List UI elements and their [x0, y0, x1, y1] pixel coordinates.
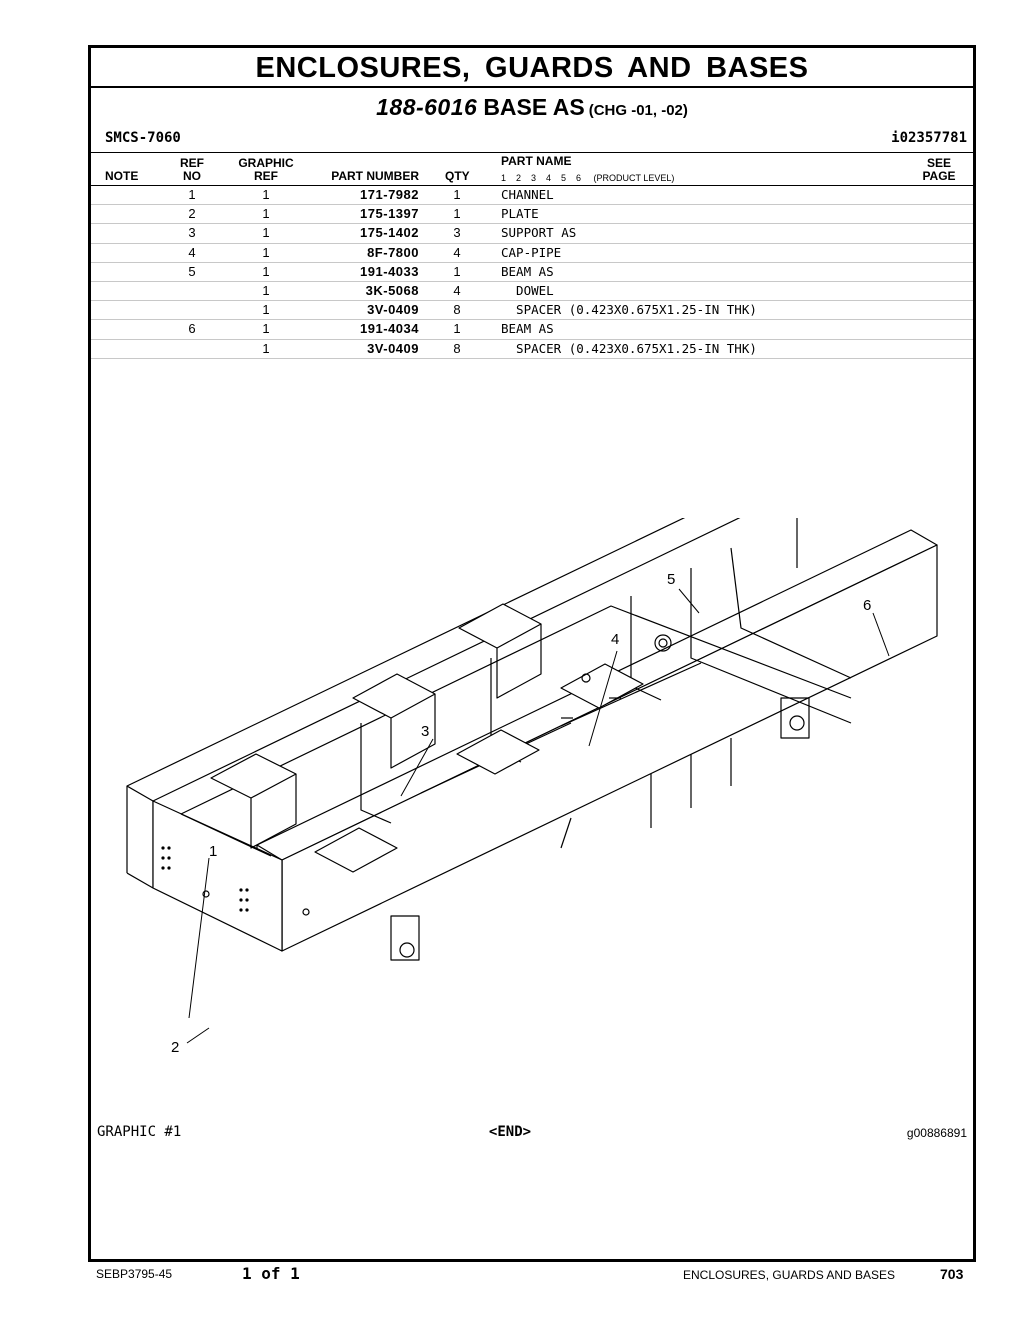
part-name: DOWEL: [501, 282, 554, 298]
callout-6: 6: [863, 597, 871, 614]
col-see-bottom: PAGE: [922, 169, 956, 183]
ref-no: 5: [188, 263, 196, 279]
part-name: SUPPORT AS: [501, 225, 577, 241]
graphic-ref: 1: [262, 244, 270, 260]
assembly-change: (CHG -01, -02): [588, 102, 688, 119]
table-row: 3 1 175-1402 3 SUPPORT AS: [91, 224, 973, 244]
graphic-ref: 1: [262, 206, 270, 222]
quantity: 1: [453, 263, 461, 279]
quantity: 4: [453, 244, 461, 260]
part-name: SPACER (0.423X0.675X1.25-IN THK): [501, 302, 757, 318]
part-number[interactable]: 3K-5068: [365, 282, 419, 298]
ref-no: 6: [188, 321, 196, 337]
graphic-ref: 1: [262, 340, 270, 356]
graphic-ref: 1: [262, 321, 270, 337]
col-qty: QTY: [445, 169, 470, 183]
col-part-number: PART NUMBER: [331, 169, 419, 183]
col-graphic-bottom: REF: [254, 169, 278, 183]
col-graphic-top: GRAPHIC: [238, 156, 294, 170]
part-number[interactable]: 175-1402: [360, 225, 419, 241]
graphic-ref: 1: [262, 225, 270, 241]
graphic-ref: 1: [262, 263, 270, 279]
frame-linework: [126, 518, 938, 961]
graphic-ref: 1: [262, 282, 270, 298]
graphic-label: GRAPHIC #1: [97, 1124, 182, 1140]
assembly-name: BASE AS: [483, 94, 585, 120]
ref-no: 2: [188, 206, 196, 222]
quantity: 4: [453, 282, 461, 298]
part-number[interactable]: 8F-7800: [367, 244, 419, 260]
graphic-ref: 1: [262, 302, 270, 318]
callout-4: 4: [611, 631, 619, 648]
part-number[interactable]: 191-4034: [360, 321, 419, 337]
part-name: CHANNEL: [501, 187, 554, 202]
quantity: 1: [453, 187, 461, 202]
footer-section: ENCLOSURES, GUARDS AND BASES: [683, 1268, 896, 1282]
quantity: 1: [453, 206, 461, 222]
quantity: 8: [453, 302, 461, 318]
col-product-levels: 1 2 3 4 5 6 (PRODUCT LEVEL): [501, 173, 675, 183]
info-id: i02357781: [891, 130, 967, 146]
footer-page-number: 703: [940, 1266, 964, 1282]
table-row: 1 3K-5068 4 DOWEL: [91, 282, 973, 302]
part-name: BEAM AS: [501, 263, 554, 279]
section-title: ENCLOSURES, GUARDS AND BASES: [255, 52, 809, 84]
callout-labels: 1 2 3 4 5 6: [171, 571, 871, 1056]
section-title-bar: ENCLOSURES, GUARDS AND BASES: [91, 48, 973, 88]
callout-leaders: [186, 588, 890, 1044]
ref-no: 4: [188, 244, 196, 260]
part-name: PLATE: [501, 206, 539, 222]
graphic-ref: 1: [262, 187, 270, 202]
callout-2: 2: [171, 1039, 179, 1056]
table-row: 1 3V-0409 8 SPACER (0.423X0.675X1.25-IN TH…: [91, 301, 973, 321]
header-divider: [91, 152, 973, 153]
quantity: 3: [453, 225, 461, 241]
part-number[interactable]: 3V-0409: [367, 302, 419, 318]
col-part-name: PART NAME: [501, 154, 572, 168]
footer-doc-number: SEBP3795-45: [96, 1267, 173, 1281]
table-row: 6 1 191-4034 1 BEAM AS: [91, 320, 973, 340]
smcs-code: SMCS-7060: [105, 130, 181, 146]
callout-1: 1: [209, 843, 217, 860]
part-name: BEAM AS: [501, 321, 554, 337]
part-name: SPACER (0.423X0.675X1.25-IN THK): [501, 340, 757, 356]
ref-no: 1: [188, 187, 196, 202]
col-ref-top: REF: [180, 156, 204, 170]
col-see-top: SEE: [926, 156, 951, 170]
part-number[interactable]: 175-1397: [360, 206, 419, 222]
base-assembly-drawing: 1 2 3 4 5 6: [126, 518, 938, 1056]
quantity: 8: [453, 340, 461, 356]
quantity: 1: [453, 321, 461, 337]
callout-5: 5: [667, 571, 675, 588]
part-name: CAP-PIPE: [501, 244, 562, 260]
col-note: NOTE: [105, 169, 139, 183]
column-header-divider: [91, 185, 973, 186]
part-number[interactable]: 171-7982: [360, 187, 419, 202]
table-row: 5 1 191-4033 1 BEAM AS: [91, 263, 973, 282]
table-row: 4 1 8F-7800 4 CAP-PIPE: [91, 244, 973, 263]
end-marker: <END>: [488, 1124, 532, 1140]
graphic-id: g00886891: [906, 1126, 967, 1140]
ref-no: 3: [188, 225, 196, 241]
part-number[interactable]: 191-4033: [360, 263, 419, 279]
col-ref-bottom: NO: [183, 169, 201, 183]
part-number[interactable]: 3V-0409: [367, 340, 419, 356]
footer-page-of: 1 of 1: [242, 1264, 300, 1283]
assembly-part-number: 188-6016: [376, 94, 478, 120]
table-row: 1 3V-0409 8 SPACER (0.423X0.675X1.25-IN TH…: [91, 340, 973, 359]
callout-3: 3: [421, 723, 429, 740]
table-row: 2 1 175-1397 1 PLATE: [91, 205, 973, 225]
table-row: 1 1 171-7982 1 CHANNEL: [91, 186, 973, 206]
